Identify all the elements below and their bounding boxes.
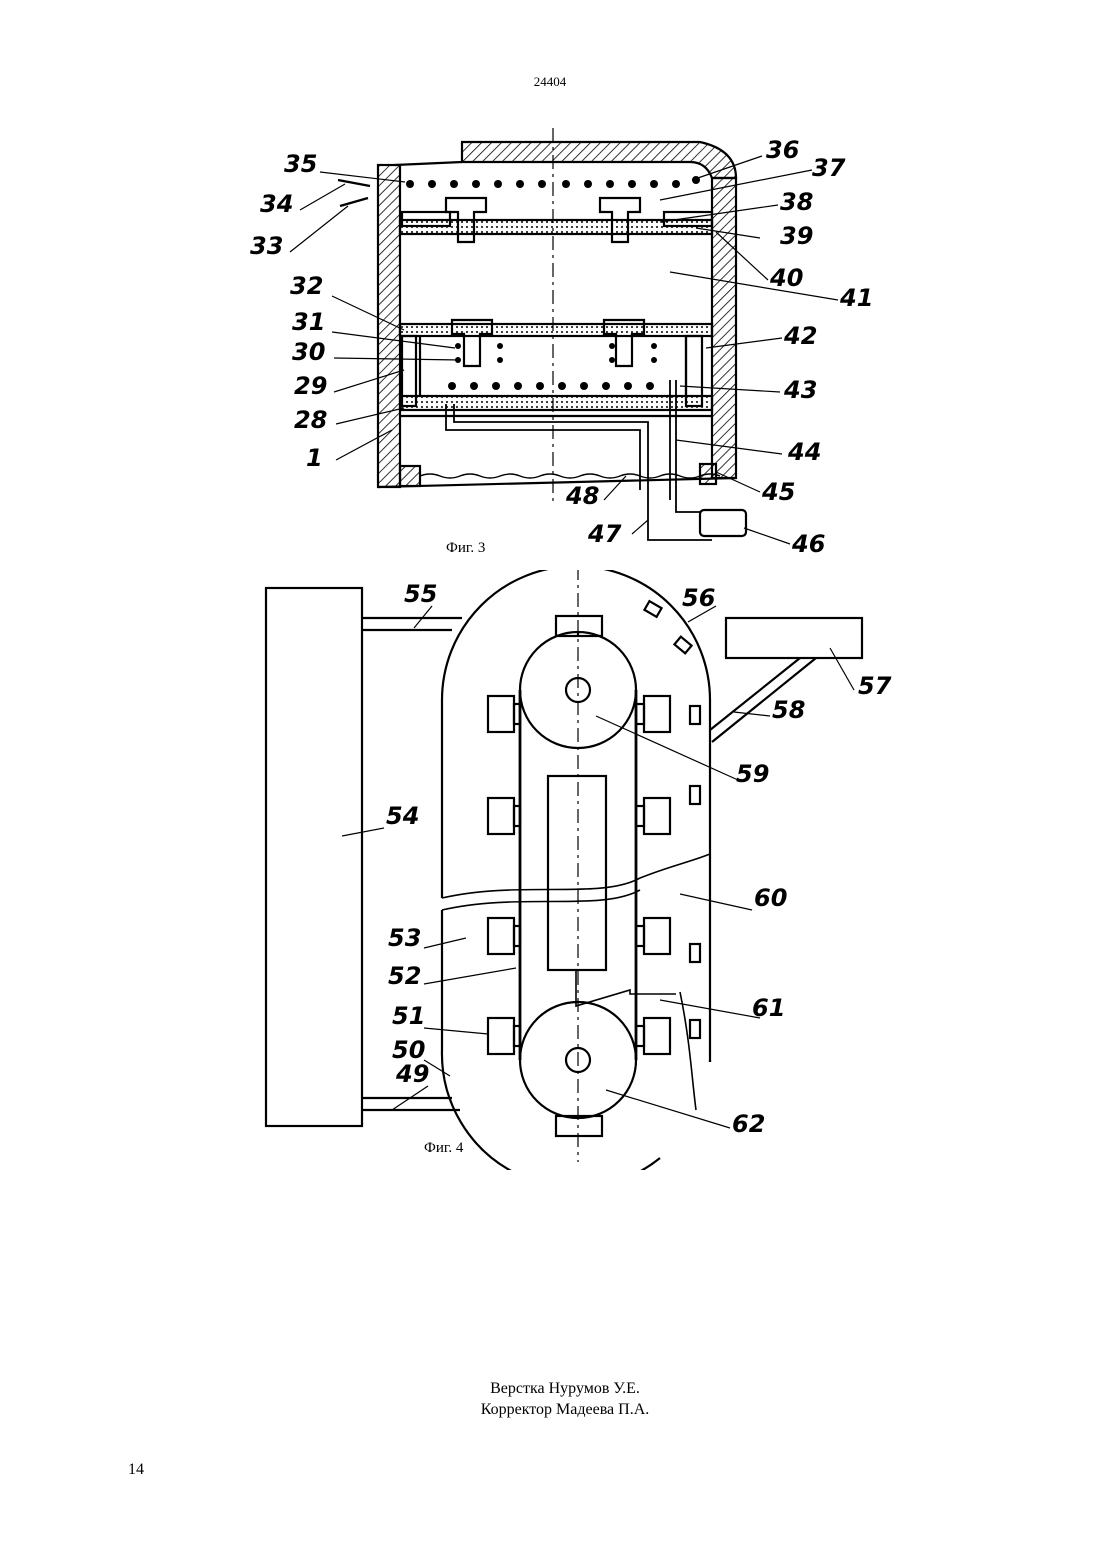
callout-41: 41	[839, 284, 873, 312]
callout-38: 38	[780, 188, 813, 216]
figure-3-caption: Фиг. 3	[446, 540, 485, 556]
callout-45: 45	[761, 478, 795, 506]
callout-29: 29	[294, 372, 327, 400]
callout-39: 39	[780, 222, 813, 250]
figure-4-diagram: 55 56 57 58 59 54 60 53 52 51 50 49 61 6…	[0, 570, 1100, 1170]
callout-1: 1	[306, 444, 323, 472]
callout-51: 51	[392, 1002, 425, 1030]
callout-53: 53	[388, 924, 421, 952]
callout-43: 43	[783, 376, 817, 404]
callout-57: 57	[858, 672, 892, 700]
callout-36: 36	[766, 136, 799, 164]
callout-56: 56	[682, 584, 715, 612]
callout-28: 28	[294, 406, 327, 434]
page-number: 14	[128, 1461, 144, 1479]
callout-48: 48	[565, 482, 599, 510]
callout-52: 52	[388, 962, 421, 990]
block-54	[266, 588, 362, 1126]
callout-31: 31	[292, 308, 325, 336]
callout-62: 62	[732, 1110, 765, 1138]
callout-33: 33	[250, 232, 283, 260]
top-lid	[462, 142, 736, 178]
figure-4-caption: Фиг. 4	[424, 1140, 464, 1156]
callout-55: 55	[404, 580, 437, 608]
callout-54: 54	[386, 802, 419, 830]
callout-59: 59	[736, 760, 769, 788]
callout-34: 34	[260, 190, 293, 218]
proof-credit: Корректор Мадеева П.А.	[0, 1399, 1100, 1420]
callout-61: 61	[752, 994, 785, 1022]
figure-3-diagram: 35 34 33 32 31 30 29 28 1 36 37 38 39 40…	[0, 0, 1100, 570]
callout-30: 30	[292, 338, 325, 366]
callout-42: 42	[783, 322, 817, 350]
callout-58: 58	[772, 696, 805, 724]
callout-35: 35	[284, 150, 317, 178]
callout-46: 46	[791, 530, 825, 558]
callout-49: 49	[395, 1060, 429, 1088]
callout-32: 32	[290, 272, 323, 300]
right-housing-wall	[712, 178, 736, 478]
callout-40: 40	[769, 264, 803, 292]
block-57	[726, 618, 862, 658]
layout-credit: Верстка Нурумов У.Е.	[0, 1378, 1100, 1399]
callout-37: 37	[812, 154, 846, 182]
credits-block: Верстка Нурумов У.Е. Корректор Мадеева П…	[0, 1378, 1100, 1420]
callout-44: 44	[787, 438, 821, 466]
callout-47: 47	[587, 520, 622, 548]
callout-60: 60	[754, 884, 787, 912]
